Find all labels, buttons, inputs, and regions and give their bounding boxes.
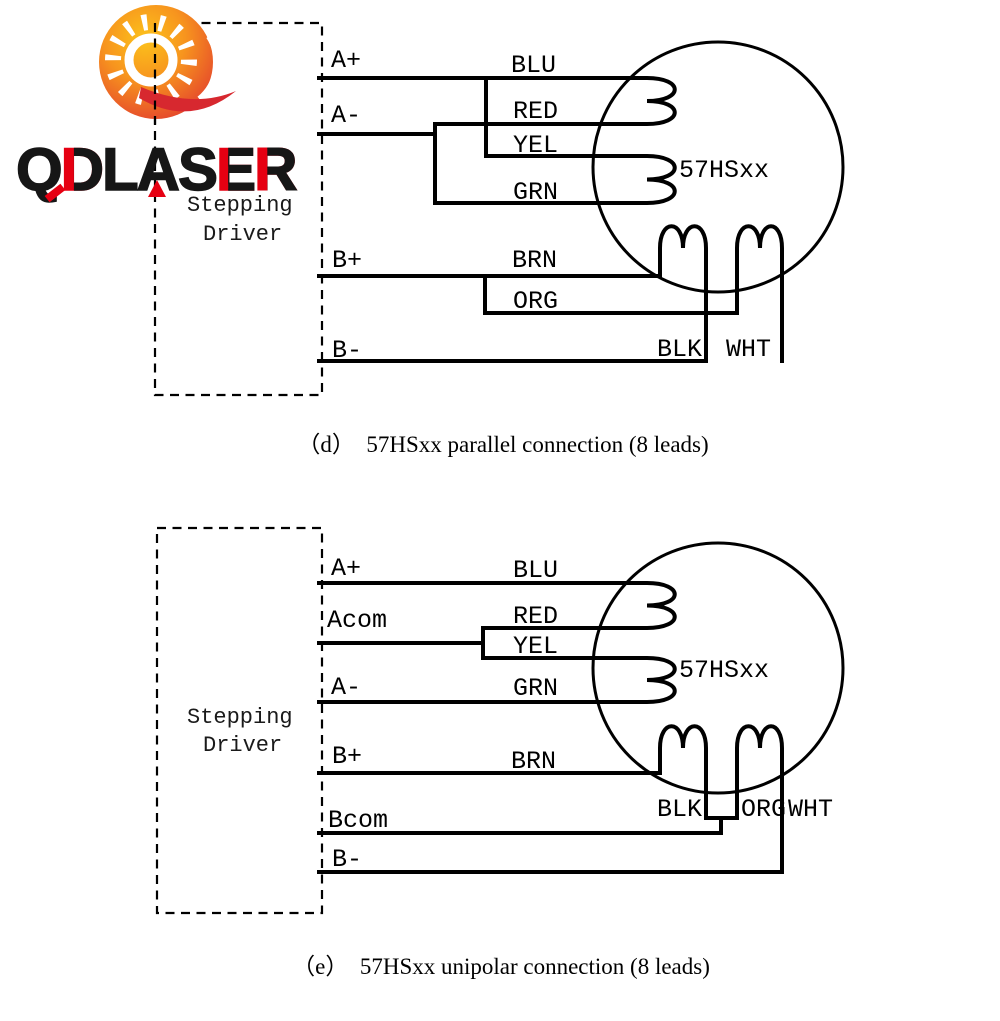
wire-label-blu-d: BLU xyxy=(511,51,556,80)
motor-model-label-d: 57HSxx xyxy=(679,156,769,185)
driver-label-line1-d: Stepping xyxy=(187,193,293,218)
caption-d: （d） 57HSxx parallel connection (8 leads) xyxy=(297,432,708,457)
motor-model-label-e: 57HSxx xyxy=(679,656,769,685)
terminal-b-minus-d: B- xyxy=(332,336,362,365)
wire-label-org-e: ORG xyxy=(741,795,786,824)
phase-b2-wiring-d xyxy=(483,224,784,363)
driver-label-line1-e: Stepping xyxy=(187,705,293,730)
wire-label-yel-d: YEL xyxy=(513,131,558,160)
terminal-a-minus-d: A- xyxy=(331,101,361,130)
driver-label-line2-d: Driver xyxy=(203,222,282,247)
terminal-b-plus-d: B+ xyxy=(332,246,362,275)
diagram-e: Stepping Driver A+ Acom A- B+ Bcom B- BL… xyxy=(155,526,845,979)
logo-letter-a: A xyxy=(136,136,181,203)
wire-label-brn-d: BRN xyxy=(512,246,557,275)
terminal-b-minus-e: B- xyxy=(332,845,362,874)
terminal-a-plus-d: A+ xyxy=(331,46,361,75)
phase-a-wiring-d xyxy=(317,76,677,205)
driver-label-line2-e: Driver xyxy=(203,733,282,758)
motor-circle-d xyxy=(591,40,845,294)
wire-label-wht-d: WHT xyxy=(726,335,771,364)
wire-label-blu-e: BLU xyxy=(513,556,558,585)
wire-label-brn-e: BRN xyxy=(511,747,556,776)
wire-label-org-d: ORG xyxy=(513,287,558,316)
logo-letter-q: Q xyxy=(15,136,63,203)
wire-label-red-d: RED xyxy=(513,97,558,126)
stepping-driver-box-d xyxy=(153,21,324,397)
sun-swirl-q-icon xyxy=(99,5,236,119)
terminal-a-plus-e: A+ xyxy=(331,554,361,583)
motor-circle-e xyxy=(591,541,845,795)
wire-label-red-e: RED xyxy=(513,602,558,631)
terminal-bcom-e: Bcom xyxy=(328,806,388,835)
wire-label-wht-e: WHT xyxy=(788,795,833,824)
diagram-d: Stepping Driver A+ A- B+ B- BLU RED YEL … xyxy=(153,21,845,457)
logo-letter-s: S xyxy=(177,136,219,203)
phase-b-wiring-d xyxy=(317,224,708,363)
wire-bcom-e xyxy=(317,816,723,835)
wire-label-grn-d: GRN xyxy=(513,178,558,207)
terminal-b-plus-e: B+ xyxy=(332,742,362,771)
wire-label-yel-e: YEL xyxy=(513,632,558,661)
caption-e: （e） 57HSxx unipolar connection (8 leads) xyxy=(292,954,710,979)
terminal-acom-e: Acom xyxy=(327,606,387,635)
wire-label-grn-e: GRN xyxy=(513,674,558,703)
wire-label-blk-e: BLK xyxy=(657,795,702,824)
logo-letter-l: L xyxy=(101,136,139,203)
wire-label-blk-d: BLK xyxy=(657,335,702,364)
terminal-a-minus-e: A- xyxy=(331,673,361,702)
stepping-driver-box-e xyxy=(155,526,324,915)
